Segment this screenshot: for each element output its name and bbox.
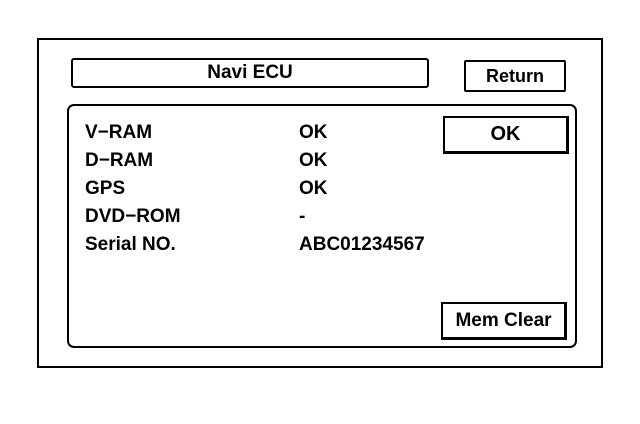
return-button[interactable]: Return xyxy=(464,60,566,92)
diagnostic-value: OK xyxy=(299,122,328,143)
navi-ecu-screen: Navi ECU Return V−RAM OK D−RAM OK GPS OK… xyxy=(37,38,603,368)
ok-button-label: OK xyxy=(490,123,521,145)
diagnostic-label: D−RAM xyxy=(85,150,154,171)
mem-clear-button-label: Mem Clear xyxy=(455,309,552,331)
ok-button[interactable]: OK xyxy=(443,116,569,154)
diagnostic-label: GPS xyxy=(85,178,126,199)
diagnostic-value: OK xyxy=(299,178,328,199)
diagnostic-value: ABC01234567 xyxy=(299,234,425,255)
return-button-label: Return xyxy=(486,65,544,86)
diagnostic-label: V−RAM xyxy=(85,122,153,143)
diagnostic-value: OK xyxy=(299,150,328,171)
mem-clear-button[interactable]: Mem Clear xyxy=(441,302,567,340)
screen-title: Navi ECU xyxy=(71,58,429,88)
diagnostics-panel: V−RAM OK D−RAM OK GPS OK DVD−ROM - Seria… xyxy=(67,104,577,348)
screen-title-text: Navi ECU xyxy=(207,62,293,83)
diagnostic-value: - xyxy=(299,206,306,227)
diagnostic-label: Serial NO. xyxy=(85,234,176,255)
diagnostic-label: DVD−ROM xyxy=(85,206,181,227)
